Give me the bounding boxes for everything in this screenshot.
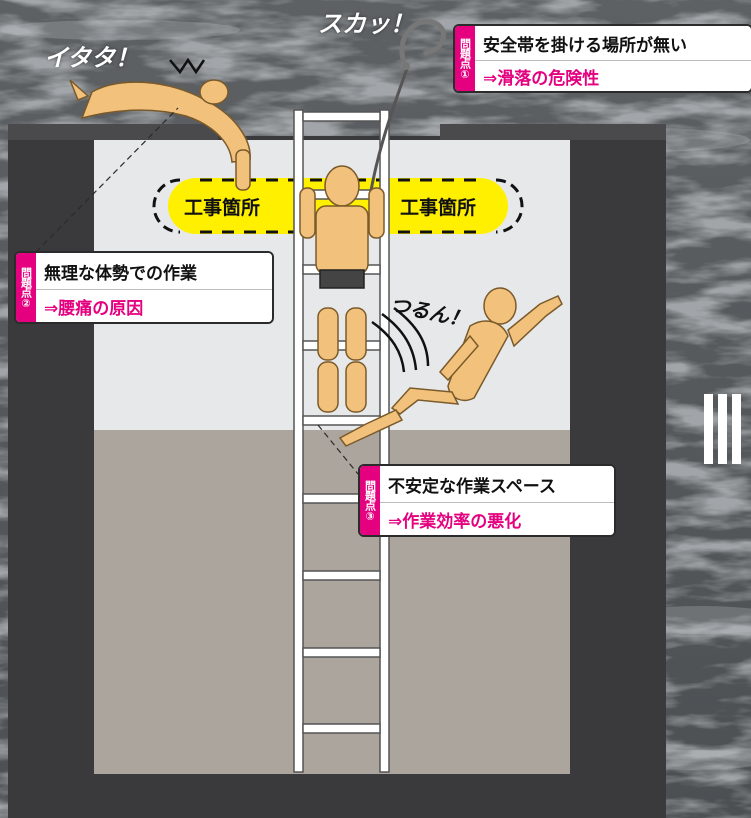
problem-callout-3: 問題点③ 不安定な作業スペース ⇒作業効率の悪化 xyxy=(358,464,616,537)
sfx-itata: イタタ！ xyxy=(44,44,140,72)
figure-slipping-worker xyxy=(338,287,563,447)
problem-title-3: 不安定な作業スペース xyxy=(380,466,614,502)
safety-lanyard xyxy=(368,19,446,197)
problem-tag-3: 問題点③ xyxy=(360,466,380,535)
leader-lines xyxy=(35,107,359,475)
pit-rim-right xyxy=(440,124,666,140)
problem-body-1: 安全帯を掛ける場所が無い ⇒滑落の危険性 xyxy=(475,26,751,91)
problem-result-1: ⇒滑落の危険性 xyxy=(475,60,751,91)
sfx-sukatt: スカッ！ xyxy=(318,10,414,38)
problem-title-2: 無理な体勢での作業 xyxy=(36,253,272,289)
problem-callout-1: 問題点① 安全帯を掛ける場所が無い ⇒滑落の危険性 xyxy=(453,24,751,93)
figure-climbing-worker xyxy=(299,165,385,413)
problem-title-1: 安全帯を掛ける場所が無い xyxy=(475,26,751,60)
work-area-label-right: 工事箇所 xyxy=(400,197,477,219)
problem-tag-1: 問題点① xyxy=(455,26,475,91)
problem-result-3: ⇒作業効率の悪化 xyxy=(380,502,614,535)
problem-callout-2: 問題点② 無理な体勢での作業 ⇒腰痛の原因 xyxy=(14,251,274,324)
problem-tag-2: 問題点② xyxy=(16,253,36,322)
problem-body-3: 不安定な作業スペース ⇒作業効率の悪化 xyxy=(380,466,614,535)
figure-reaching-worker xyxy=(69,79,251,191)
work-area-label-left: 工事箇所 xyxy=(184,197,261,219)
problem-result-2: ⇒腰痛の原因 xyxy=(36,289,272,322)
pit-rim-left xyxy=(8,124,218,140)
arrow-bars xyxy=(704,394,741,464)
problem-body-2: 無理な体勢での作業 ⇒腰痛の原因 xyxy=(36,253,272,322)
motion-lines xyxy=(169,57,430,373)
